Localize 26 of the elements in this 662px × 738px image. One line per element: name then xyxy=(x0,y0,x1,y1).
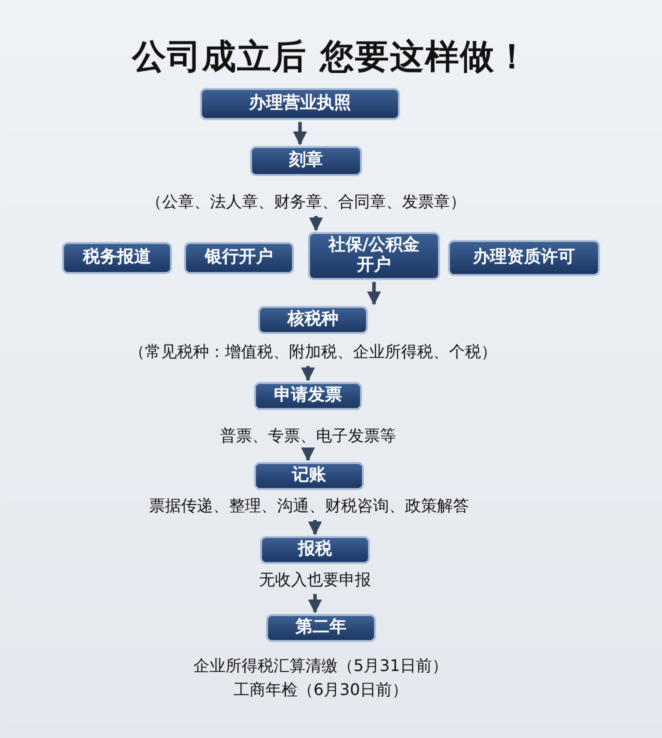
process-box: 刻章 xyxy=(250,146,362,176)
node-label: 工商年检（6月30日前） xyxy=(234,679,408,701)
process-box: 办理资质许可 xyxy=(448,240,600,276)
node-label: （常见税种：增值税、附加税、企业所得税、个税） xyxy=(129,341,497,363)
process-box: 银行开户 xyxy=(184,242,294,274)
node-label: 普票、专票、电子发票等 xyxy=(220,425,396,447)
node-label: 票据传递、整理、沟通、财税咨询、政策解答 xyxy=(149,495,469,517)
node-label: 无收入也要申报 xyxy=(259,569,371,591)
process-box: 申请发票 xyxy=(254,382,362,410)
arrow xyxy=(301,366,315,382)
node-label: （公章、法人章、财务章、合同章、发票章） xyxy=(146,191,466,213)
arrow xyxy=(367,282,381,306)
process-box: 办理营业执照 xyxy=(200,88,400,120)
process-box: 税务报道 xyxy=(62,242,172,274)
title: 公司成立后 您要这样做！ xyxy=(130,36,531,79)
process-box: 社保/公积金开户 xyxy=(308,232,440,280)
arrow xyxy=(301,447,315,462)
arrow xyxy=(308,594,322,614)
node-label: 企业所得税汇算清缴（5月31日前） xyxy=(194,655,448,677)
process-box: 核税种 xyxy=(258,306,368,334)
arrow xyxy=(309,216,323,232)
process-box: 记账 xyxy=(254,462,364,490)
process-box: 第二年 xyxy=(266,614,376,642)
arrow xyxy=(308,520,322,536)
arrow xyxy=(293,122,307,146)
process-box: 报税 xyxy=(260,536,370,564)
